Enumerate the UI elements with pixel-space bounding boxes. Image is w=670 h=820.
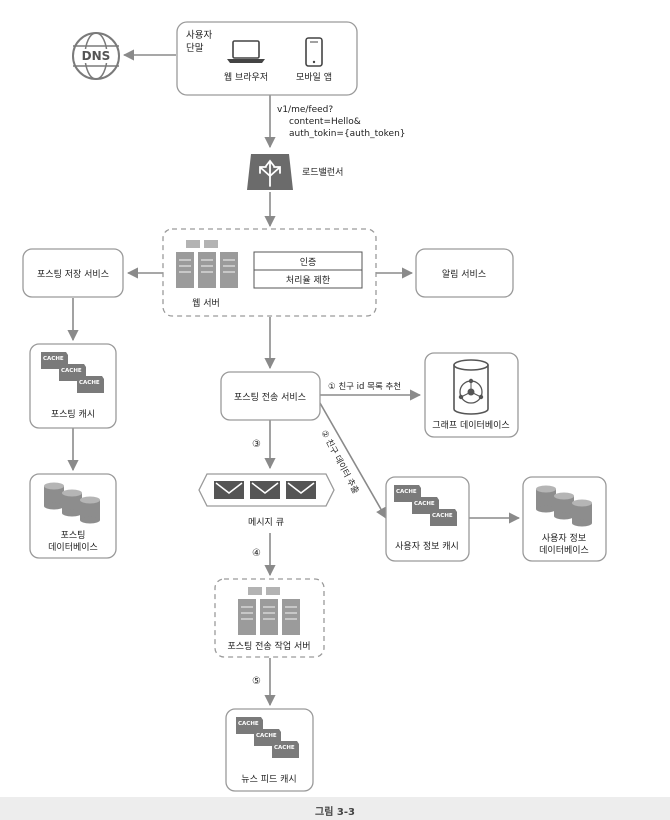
cache-chip-label: CACHE: [274, 745, 295, 751]
graph-db-label: 그래프 데이터베이스: [432, 420, 509, 431]
graph-db-icon: [453, 359, 489, 415]
step3-label: ③: [252, 439, 261, 450]
browser-label: 웹 브라우저: [224, 72, 268, 83]
client-label-line2: 단말: [186, 42, 204, 54]
message-queue-label: 메시지 큐: [248, 517, 284, 528]
fanout-service: 포스팅 전송 서비스: [220, 371, 321, 421]
arrows: [67, 49, 521, 707]
envelope-icon: [250, 481, 280, 499]
rate-limit-label: 처리율 제한: [286, 274, 330, 286]
web-server-group: 웹 서버 인증 처리율 제한: [162, 228, 377, 317]
fanout-workers-label: 포스팅 전송 작업 서버: [227, 641, 310, 652]
cache-stack-icon: CACHE CACHE CACHE: [236, 717, 299, 758]
cache-chip-label: CACHE: [61, 368, 82, 374]
request-line-1: v1/me/feed?: [277, 105, 333, 115]
cache-chip-label: CACHE: [238, 721, 259, 727]
user-db-label-line2: 데이터베이스: [539, 545, 589, 556]
user-db-label-line1: 사용자 정보: [542, 533, 586, 544]
graph-database: 그래프 데이터베이스: [424, 352, 519, 438]
figure-caption: 그림 3-3: [315, 807, 355, 818]
post-storage-service-label: 포스팅 저장 서비스: [37, 269, 109, 280]
mobile-phone-icon: [305, 37, 323, 67]
architecture-diagram: DNS 사용자 단말 웹 브라우저 모바일 앱 v1/me/feed? cont…: [22, 21, 607, 792]
database-cylinders-icon: [44, 482, 100, 524]
request-line-2: content=Hello&: [289, 117, 361, 127]
database-cylinders-icon: [536, 485, 592, 527]
news-feed-cache-label: 뉴스 피드 캐시: [241, 774, 296, 785]
envelope-icon: [214, 481, 244, 499]
load-balancer-label: 로드밸런서: [302, 167, 343, 178]
arrow-fanout-to-usercache: [319, 402, 387, 519]
mobile-label: 모바일 앱: [296, 71, 332, 83]
client-box: 사용자 단말 웹 브라우저 모바일 앱: [176, 21, 358, 96]
server-rack-icon: [238, 587, 300, 635]
auth-label: 인증: [300, 257, 317, 268]
fanout-workers-group: 포스팅 전송 작업 서버: [214, 578, 325, 658]
dns-node: DNS: [72, 32, 120, 80]
dns-label: DNS: [82, 49, 111, 63]
figure-footer-bar: [0, 797, 670, 820]
cache-stack-icon: CACHE CACHE CACHE: [394, 485, 457, 526]
cache-chip-label: CACHE: [432, 513, 453, 519]
post-cache: CACHE CACHE CACHE 포스팅 캐시: [29, 343, 117, 429]
request-annotation: v1/me/feed? content=Hello& auth_tokin={a…: [277, 105, 406, 139]
step5-label: ⑤: [252, 676, 261, 687]
post-db-label-line1: 포스팅: [61, 530, 86, 541]
step4-label: ④: [252, 548, 261, 559]
web-server-label: 웹 서버: [192, 298, 220, 309]
notification-service-label: 알림 서비스: [442, 268, 486, 280]
step1-label: ① 친구 id 목록 추천: [328, 381, 401, 392]
load-balancer-icon: [259, 159, 281, 187]
cache-chip-label: CACHE: [79, 380, 100, 386]
cache-chip-label: CACHE: [414, 501, 435, 507]
rate-limit-box: [253, 269, 363, 289]
notification-service: 알림 서비스: [415, 248, 514, 298]
request-line-3: auth_tokin={auth_token}: [289, 129, 406, 139]
post-cache-label: 포스팅 캐시: [51, 409, 95, 420]
news-feed-cache: CACHE CACHE CACHE 뉴스 피드 캐시: [225, 708, 314, 792]
server-rack-icon: [176, 240, 238, 288]
envelope-icon: [286, 481, 316, 499]
cache-chip-label: CACHE: [256, 733, 277, 739]
post-db-label-line2: 데이터베이스: [48, 542, 98, 553]
cache-chip-label: CACHE: [396, 489, 417, 495]
fanout-service-label: 포스팅 전송 서비스: [234, 392, 306, 403]
laptop-icon: [227, 40, 265, 63]
post-storage-service: 포스팅 저장 서비스: [22, 248, 124, 298]
message-queue: 메시지 큐: [198, 473, 335, 528]
load-balancer: 로드밸런서: [247, 154, 343, 190]
post-database: 포스팅 데이터베이스: [29, 473, 117, 559]
cache-chip-label: CACHE: [43, 356, 64, 362]
user-cache-label: 사용자 정보 캐시: [395, 541, 459, 552]
user-info-cache: CACHE CACHE CACHE 사용자 정보 캐시: [385, 476, 470, 562]
client-label-line1: 사용자: [186, 30, 212, 41]
cache-stack-icon: CACHE CACHE CACHE: [41, 352, 104, 393]
user-info-database: 사용자 정보 데이터베이스: [522, 476, 607, 562]
